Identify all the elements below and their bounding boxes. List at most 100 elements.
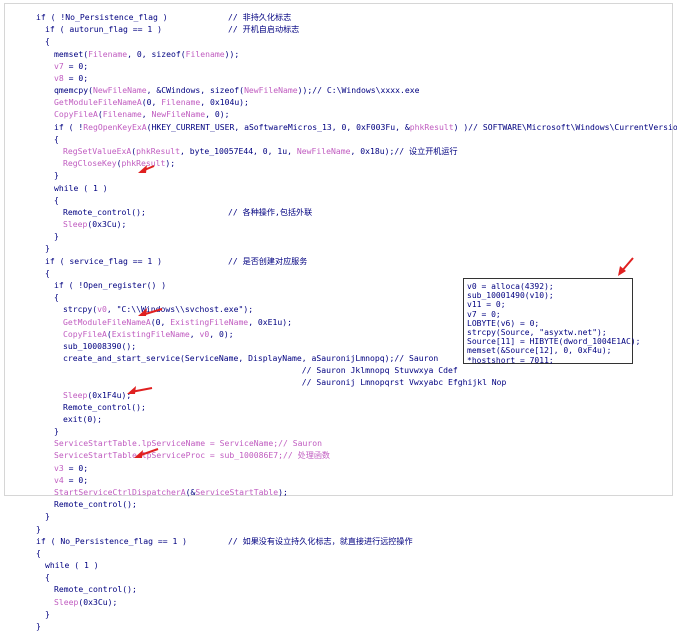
- code-token: NewFileName: [151, 109, 206, 120]
- code-token: {: [45, 572, 50, 583]
- code-line: sub_10008390();: [63, 341, 136, 351]
- code-line: if ( autorun_flag == 1 ): [45, 24, 162, 34]
- code-token: v0: [97, 304, 107, 315]
- code-line: }: [54, 170, 59, 180]
- code-token: = 0;: [63, 462, 89, 473]
- code-token: Filename: [102, 109, 142, 120]
- code-comment: // 各种操作,包括外联: [228, 206, 313, 217]
- code-line: CopyFileA(ExistingFileName, v0, 0);: [63, 329, 234, 339]
- code-token: Remote_control();: [63, 401, 146, 412]
- code-token: }: [36, 523, 41, 534]
- code-token: if ( !Open_register() ): [54, 279, 167, 290]
- annotation-arrows: [127, 165, 634, 458]
- code-line: }: [45, 609, 50, 619]
- code-token: = 0;: [63, 60, 89, 71]
- code-token: Remote_control();: [54, 499, 137, 510]
- code-token: {: [45, 267, 50, 278]
- popup-code-line: Source[11] = HIBYTE(dword_1004E1AC);: [467, 337, 641, 347]
- code-line: qmemcpy(NewFileName, &CWindows, sizeof(N…: [54, 85, 420, 95]
- code-token: , 0);: [205, 109, 230, 120]
- code-line: {: [54, 292, 59, 302]
- code-line: if ( !RegOpenKeyExA(HKEY_CURRENT_USER, a…: [54, 122, 677, 132]
- code-line: Remote_control();: [63, 207, 146, 217]
- code-token: phkResult: [136, 145, 180, 156]
- code-token: }: [54, 170, 59, 181]
- code-line: GetModuleFileNameA(0, ExistingFileName, …: [63, 317, 292, 327]
- code-token: }: [45, 608, 50, 619]
- code-line: RegSetValueExA(phkResult, byte_10057E44,…: [63, 146, 458, 156]
- code-token: .lpServiceProc = sub_100086E7;// 处理函数: [136, 450, 331, 461]
- code-token: if ( No_Persistence_flag == 1 ): [36, 535, 188, 546]
- code-token: v7: [54, 60, 64, 71]
- code-token: );: [278, 487, 288, 498]
- code-token: ServiceStartTable: [195, 487, 279, 498]
- code-line: }: [36, 524, 41, 534]
- code-token: RegOpenKeyExA: [83, 121, 147, 132]
- code-token: (0,: [150, 316, 171, 327]
- code-token: NewFileName: [244, 85, 298, 96]
- code-token: , byte_10057E44, 0, 1u,: [179, 145, 297, 156]
- code-token: ExistingFileName: [170, 316, 249, 327]
- code-line: // Sauronij Lmnopqrst Vwxyabc Efghijkl N…: [63, 377, 507, 388]
- code-token: Sleep: [54, 596, 79, 607]
- figure-frame: [4, 3, 673, 496]
- code-token: (HKEY_CURRENT_USER, aSoftwareMicros_13, …: [146, 121, 410, 132]
- code-token: GetModuleFileNameA: [63, 316, 151, 327]
- code-token: v4: [54, 474, 64, 485]
- code-line: if ( !No_Persistence_flag ): [36, 12, 168, 22]
- code-token: sub_10008390();: [63, 340, 137, 351]
- code-token: qmemcpy(: [54, 85, 93, 96]
- code-token: (0x1F4u);: [87, 389, 132, 400]
- code-token: RegCloseKey: [63, 158, 117, 169]
- code-token: Sleep: [63, 389, 88, 400]
- code-token: if ( service_flag == 1 ): [45, 255, 162, 266]
- code-token: (0,: [141, 97, 162, 108]
- code-token: }: [45, 511, 50, 522]
- code-token: v8: [54, 72, 64, 83]
- code-line: Sleep(0x1F4u);: [63, 390, 131, 400]
- code-token: StartServiceCtrlDispatcherA: [54, 487, 186, 498]
- code-line: ServiceStartTable.lpServiceProc = sub_10…: [54, 450, 330, 460]
- code-token: // Sauronij Lmnopqrst Vwxyabc Efghijkl N…: [63, 377, 507, 388]
- code-token: create_and_start_service(ServiceName, Di…: [63, 353, 439, 364]
- code-token: {: [54, 194, 59, 205]
- code-token: // Sauron Jklmnopq Stuvwxya Cdef: [63, 365, 458, 376]
- code-line: exit(0);: [63, 414, 102, 424]
- code-line: }: [54, 426, 59, 436]
- code-token: phkResult: [409, 121, 454, 132]
- code-token: while ( 1 ): [54, 182, 108, 193]
- code-line: {: [45, 572, 50, 582]
- code-line: CopyFileA(Filename, NewFileName, 0);: [54, 109, 229, 119]
- code-token: NewFileName: [296, 145, 351, 156]
- code-line: if ( No_Persistence_flag == 1 ): [36, 536, 187, 546]
- code-token: Remote_control();: [63, 206, 146, 217]
- code-comment: // 开机自启动标志: [228, 24, 300, 35]
- code-line: }: [45, 511, 50, 521]
- code-line: create_and_start_service(ServiceName, Di…: [63, 353, 438, 363]
- code-line: {: [54, 195, 59, 205]
- code-token: , 0);: [209, 328, 234, 339]
- code-line: v8 = 0;: [54, 73, 88, 83]
- code-comment: // 非持久化标志: [228, 12, 292, 22]
- code-line: Sleep(0x3Cu);: [63, 219, 126, 229]
- popup-code-line: v7 = 0;: [467, 309, 501, 319]
- code-token: ,: [141, 109, 152, 120]
- code-token: }: [45, 243, 50, 254]
- code-token: Sleep: [63, 219, 88, 230]
- code-token: {: [54, 133, 59, 144]
- code-token: , "C:\\Windows\\svchost.exe");: [106, 304, 254, 315]
- code-token: , 0x18u);// 设立开机运行: [350, 145, 458, 156]
- code-token: {: [36, 547, 41, 558]
- code-line: if ( !Open_register() ): [54, 280, 166, 290]
- code-line: {: [54, 134, 59, 144]
- code-line: ServiceStartTable.lpServiceName = Servic…: [54, 438, 322, 448]
- code-token: ,: [189, 328, 200, 339]
- code-token: (0x3Cu);: [87, 219, 127, 230]
- code-token: RegSetValueExA: [63, 145, 132, 156]
- code-token: CopyFileA: [54, 109, 98, 120]
- code-line: }: [54, 231, 59, 241]
- code-line: Remote_control();: [63, 402, 146, 412]
- popup-code-line: LOBYTE(v6) = 0;: [467, 318, 540, 328]
- popup-code-line: v0 = alloca(4392);: [467, 282, 554, 291]
- code-token: GetModuleFileNameA: [54, 97, 142, 108]
